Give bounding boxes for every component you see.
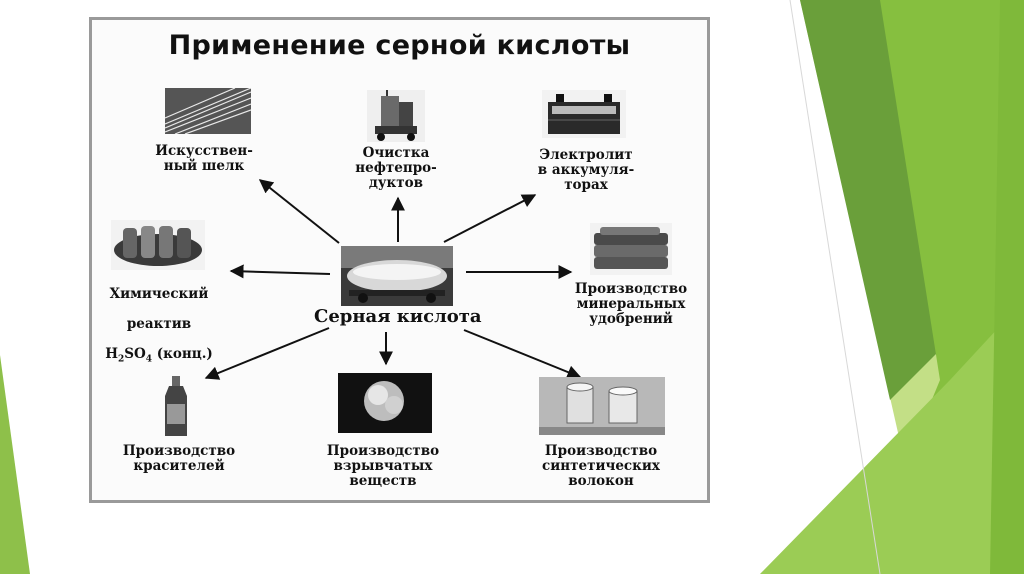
diagram-panel: Применение серной кислоты Серная кислота bbox=[89, 17, 710, 503]
label-explosives: Производство взрывчатых веществ bbox=[326, 443, 440, 489]
label-fertilizer: Производство минеральных удобрений bbox=[574, 281, 688, 327]
arrow-to-silk bbox=[258, 179, 340, 244]
arrows-layer bbox=[204, 179, 582, 380]
oil-equipment-photo bbox=[367, 90, 425, 142]
green-stripe-dark bbox=[800, 0, 960, 400]
arrow-to-battery bbox=[443, 194, 537, 243]
thin-line bbox=[789, 0, 881, 574]
green-stripe-accent bbox=[990, 0, 1024, 574]
tank-wagon-photo bbox=[341, 246, 453, 306]
reagent-formula: H2SO4 (конц.) bbox=[105, 346, 213, 365]
label-fibers: Производство синтетических волокон bbox=[542, 443, 660, 489]
reagent-line2: реактив bbox=[126, 316, 192, 332]
label-battery: Электролит в аккумуля- торах bbox=[537, 147, 635, 193]
reagent-bottles-photo bbox=[111, 220, 205, 270]
reagent-line1: Химический bbox=[109, 286, 209, 302]
dye-bottle-photo bbox=[165, 376, 187, 436]
center-label: Серная кислота bbox=[314, 306, 482, 327]
diagram-title: Применение серной кислоты bbox=[168, 30, 631, 61]
green-corner-left bbox=[0, 355, 30, 574]
fertilizer-bags-photo bbox=[590, 223, 672, 275]
green-stripe-bottom bbox=[760, 300, 1024, 574]
arrow-to-dyes bbox=[204, 327, 330, 380]
arrow-to-reagent bbox=[229, 264, 331, 279]
explosion-photo bbox=[338, 373, 432, 433]
silk-fibers-photo bbox=[165, 88, 251, 134]
arrow-to-fibers bbox=[463, 329, 582, 379]
fiber-spools-photo bbox=[539, 377, 665, 435]
car-battery-photo bbox=[542, 90, 626, 138]
label-reagent: Химический реактив H2SO4 (конц.) bbox=[94, 272, 224, 368]
label-silk: Искусствен- ный шелк bbox=[155, 143, 253, 174]
label-oil: Очистка нефтепро- дуктов bbox=[355, 145, 437, 191]
label-dyes: Производство красителей bbox=[122, 443, 236, 474]
